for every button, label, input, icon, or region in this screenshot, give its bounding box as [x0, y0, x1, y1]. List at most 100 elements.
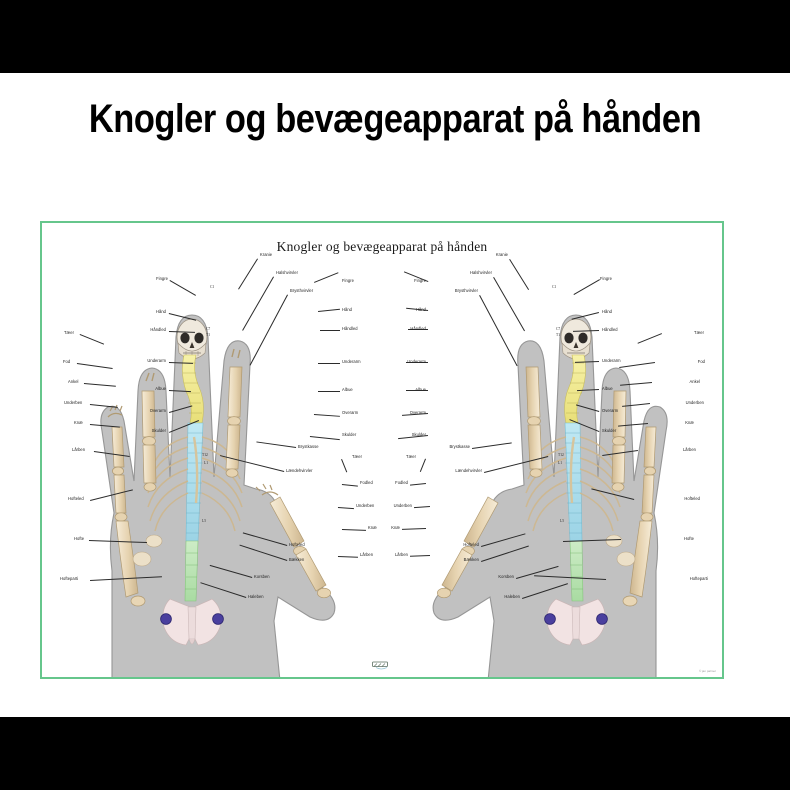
leader-line — [410, 483, 426, 486]
label-underben-l: Underben — [64, 400, 83, 405]
label-overarm-lr: Overarm — [342, 410, 359, 415]
leader-line — [637, 333, 662, 344]
label-fodled-lr: Fodled — [360, 480, 373, 485]
leader-line — [414, 506, 430, 509]
label-hofteparti-l: Hofteparti — [60, 576, 79, 581]
label-haandled-r: Håndled — [602, 327, 618, 332]
spine-mark-t1-r: T1 — [556, 333, 560, 337]
page-title: Knogler og bevægeapparat på hånden — [88, 97, 702, 141]
label-fod-r: Fod — [697, 359, 705, 364]
label-underben-r: Underben — [685, 400, 704, 405]
label-hofteparti-r: Hofteparti — [689, 576, 708, 581]
spine-mark-c1-r: C1 — [552, 285, 557, 289]
leader-line — [481, 545, 529, 562]
label-hofteled-r: Hofteled — [684, 496, 700, 501]
leader-line — [574, 361, 599, 363]
spine-mark-c7-r: C7 — [556, 327, 561, 331]
label-underarm-lr: Underarm — [342, 359, 361, 364]
label-taeer-l: Tæer — [64, 330, 74, 335]
spine-mark-l5-r: L5 — [560, 519, 564, 523]
label-skulder-r: Skulder — [602, 428, 617, 433]
hand-left-graphic — [100, 314, 336, 677]
label-laarben-r: Lårben — [682, 447, 696, 452]
label-laarben-l: Lårben — [72, 447, 86, 452]
leader-line — [577, 389, 599, 392]
label-overarm-l: Overarm — [149, 408, 166, 413]
spine-mark-c1: C1 — [210, 285, 215, 289]
label-underben-rl: Underben — [393, 503, 412, 508]
label-taeer-r: Tæer — [694, 330, 704, 335]
label-brystkasse: Brystkasse — [298, 444, 319, 449]
label-korsben: Korsben — [254, 574, 270, 579]
label-underarm-r: Underarm — [602, 358, 621, 363]
poster-title: Knogler og bevægeapparat på hånden — [276, 239, 488, 254]
label-albue-lr: Albue — [342, 387, 353, 392]
label-korsben-r: Korsben — [498, 574, 514, 579]
label-fingre-lr: Fingre — [342, 278, 354, 283]
leader-line — [522, 583, 568, 599]
label-hofte-r: Hofte — [683, 536, 694, 541]
label-baekken-r: Bækken — [463, 557, 479, 562]
label-hofteled-l: Hofteled — [68, 496, 84, 501]
label-knae-lr: Knæ — [368, 525, 377, 530]
poster-credit: © jan palmer — [698, 669, 716, 673]
label-haleben: Haleben — [248, 594, 264, 599]
spine-mark-t1: T1 — [206, 333, 210, 337]
label-knae-rl: Knæ — [391, 525, 400, 530]
leader-line — [622, 403, 650, 407]
leader-line — [408, 329, 428, 330]
leader-line — [401, 528, 426, 530]
label-skulder-lr: Skulder — [342, 432, 357, 437]
spine-mark-t12-r: T12 — [558, 453, 564, 457]
label-laendehvirvler-r: Lændehvirvler — [455, 468, 482, 473]
label-fingre-r: Fingre — [600, 276, 612, 281]
label-overarm-r: Overarm — [602, 408, 619, 413]
label-fod-l: Fod — [63, 359, 71, 364]
label-kranie: Kranie — [260, 252, 273, 257]
label-ankel-r: Ankel — [689, 379, 700, 384]
label-halshvirvler: Halshvirvler — [276, 270, 298, 275]
poster-content: Knogler og bevægeapparat på hånden — [42, 223, 722, 677]
leader-line — [620, 382, 652, 386]
label-haand-lr: Hånd — [342, 307, 352, 312]
leader-line — [420, 458, 426, 472]
spine-mark-t12: T12 — [202, 453, 208, 457]
label-underarm-l: Underarm — [147, 358, 166, 363]
label-albue-r: Albue — [602, 386, 613, 391]
label-fingre-rl: Fingre — [414, 278, 426, 283]
label-hofteled-c: Hofteled — [289, 542, 305, 547]
label-skulder-rl: Skulder — [411, 432, 426, 437]
label-kranie-r: Kranie — [495, 252, 508, 257]
label-albue-rl: Albue — [415, 387, 426, 392]
leader-line — [318, 391, 340, 392]
leader-line — [602, 450, 638, 457]
label-hofte-l: Hofte — [74, 536, 85, 541]
label-haandled-lr: Håndled — [342, 326, 358, 331]
spine-mark-l5: L5 — [202, 519, 206, 523]
label-knae-l: Knæ — [74, 420, 83, 425]
spine-mark-l1: L1 — [204, 461, 208, 465]
label-halshvirvler-r: Halshvirvler — [470, 270, 492, 275]
spine-mark-l1-r: L1 — [558, 461, 562, 465]
leader-line — [320, 330, 340, 331]
label-underben-lr: Underben — [356, 503, 375, 508]
leader-line — [619, 362, 655, 369]
slide-canvas: Knogler og bevægeapparat på hånden Knogl… — [0, 73, 790, 717]
hand-diagram-right — [384, 241, 722, 677]
leader-line — [493, 277, 525, 331]
label-brysthvirvler: Brysthvirvler — [290, 288, 314, 293]
label-fingre-l: Fingre — [156, 276, 168, 281]
leader-line — [398, 435, 428, 440]
label-fodled-rl: Fodled — [395, 480, 408, 485]
hand-diagram-left — [42, 241, 384, 677]
label-laendehvirvler: Lændehvirvler — [286, 468, 313, 473]
hand-right-graphic — [432, 314, 668, 677]
label-taeer-lr: Tæer — [352, 454, 362, 459]
leader-line — [591, 488, 635, 500]
label-laarben-rl: Lårben — [394, 552, 408, 557]
label-haandled-rl: Håndled — [410, 326, 426, 331]
leader-line — [406, 390, 428, 391]
leader-line — [509, 259, 530, 290]
leader-line — [563, 539, 621, 543]
leader-line — [318, 363, 340, 364]
